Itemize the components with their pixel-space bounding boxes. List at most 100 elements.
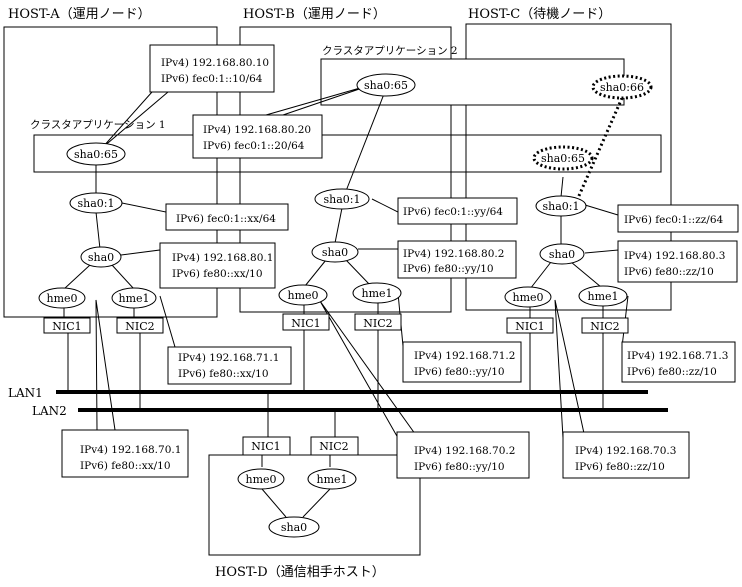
host-b-box — [239, 26, 452, 313]
d-hme0-node — [237, 468, 285, 490]
b-sha01-node — [314, 188, 370, 210]
host-d-title: HOST-D（通信相手ホスト） — [215, 565, 385, 580]
takeover-link-dotted — [576, 97, 624, 199]
c-hme1-v6: IPv6) fe80::zz/10 — [627, 366, 717, 378]
a-nic2-label: NIC2 — [125, 320, 154, 333]
b-sha0-node — [311, 241, 359, 263]
callout-a-hme1 — [167, 346, 292, 385]
d-hme1-node — [307, 468, 357, 490]
d-sha0-label: sha0 — [281, 521, 307, 534]
host-c-title: HOST-C（待機ノード） — [468, 7, 611, 22]
d-hme1-label: hme1 — [316, 473, 347, 486]
cluster-app-2-title: クラスタアプリケーション 2 — [322, 45, 458, 57]
callout-a-sha0 — [159, 242, 276, 289]
host-b-title: HOST-B（運用ノード） — [243, 7, 386, 22]
a-sha01-node — [69, 192, 123, 214]
b-sha0-v6: IPv6) fe80::yy/10 — [403, 263, 494, 275]
a-sha0-node — [80, 246, 122, 268]
cluster-app-1-title: クラスタアプリケーション 1 — [30, 119, 166, 131]
a-sha0-v6: IPv6) fe80::xx/10 — [172, 268, 263, 280]
c-sha066-label: sha0:66 — [600, 81, 644, 94]
app2-vip-v6: IPv6) fec0:1::20/64 — [203, 140, 305, 152]
c-hme0-v4: IPv4) 192.168.70.3 — [575, 445, 676, 457]
a-sha0-v4: IPv4) 192.168.80.1 — [172, 252, 273, 264]
c-hme0-v6: IPv6) fe80::zz/10 — [575, 461, 665, 473]
b-sha0-v4: IPv4) 192.168.80.2 — [403, 248, 504, 260]
b-sha0-label: sha0 — [322, 246, 348, 259]
b-hme1-node — [352, 282, 402, 304]
a-hme1-v6: IPv6) fe80::xx/10 — [178, 368, 269, 380]
c-sha065-node — [532, 145, 594, 171]
b-hme1-v4: IPv4) 192.168.71.2 — [414, 350, 515, 362]
nic-lan-links — [67, 330, 604, 437]
c-nic2-label: NIC2 — [590, 320, 619, 333]
a-hme0-v4: IPv4) 192.168.70.1 — [80, 444, 181, 456]
cluster-app-1-box — [33, 134, 662, 173]
b-sha065-label: sha0:65 — [364, 79, 408, 92]
c-sha0-label: sha0 — [549, 248, 575, 261]
c-hme1-v4: IPv4) 192.168.71.3 — [627, 350, 728, 362]
app1-vip-v6: IPv6) fec0:1::10/64 — [161, 73, 263, 85]
a-hme1-node — [111, 287, 157, 309]
d-nic1-label: NIC1 — [251, 440, 280, 453]
b-sha01-v6: IPv6) fec0:1::yy/64 — [403, 206, 503, 218]
b-sha01-label: sha0:1 — [324, 193, 361, 206]
callout-app1-vip — [149, 44, 275, 93]
host-c-box — [465, 23, 672, 311]
c-sha01-label: sha0:1 — [543, 200, 580, 213]
callout-b-hme1 — [402, 341, 522, 383]
callout-app2-vip — [192, 114, 323, 159]
d-hme0-label: hme0 — [245, 473, 276, 486]
c-hme1-label: hme1 — [587, 290, 618, 303]
c-sha0-v6: IPv6) fe80::zz/10 — [624, 266, 714, 278]
b-hme0-label: hme0 — [287, 289, 318, 302]
b-nic2-label: NIC2 — [363, 317, 392, 330]
a-sha0-label: sha0 — [88, 251, 114, 264]
a-sha01-v6: IPv6) fec0:1::xx/64 — [176, 213, 276, 225]
callout-c-sha01 — [617, 204, 739, 233]
d-nic2-label: NIC2 — [319, 440, 348, 453]
b-hme0-v6: IPv6) fe80::yy/10 — [414, 461, 505, 473]
callout-b-hme0 — [396, 431, 530, 479]
app2-vip-v4: IPv4) 192.168.80.20 — [203, 124, 311, 136]
b-hme0-node — [278, 284, 328, 306]
b-nic1-label: NIC1 — [291, 317, 320, 330]
callout-c-hme1 — [621, 341, 736, 383]
b-hme1-label: hme1 — [361, 287, 392, 300]
host-a-title: HOST-A（運用ノード） — [8, 7, 151, 22]
c-hme1-node — [578, 285, 628, 307]
callout-c-sha0 — [617, 240, 738, 283]
lan2-label: LAN2 — [32, 404, 67, 418]
a-hme1-v4: IPv4) 192.168.71.1 — [178, 352, 279, 364]
c-sha01-v6: IPv6) fec0:1::zz/64 — [624, 214, 723, 226]
c-nic1-label: NIC1 — [515, 320, 544, 333]
d-sha0-node — [268, 516, 320, 538]
a-nic1-label: NIC1 — [52, 320, 81, 333]
c-sha066-node — [591, 74, 653, 100]
a-sha065-label: sha0:65 — [74, 148, 118, 161]
c-sha01-node — [535, 195, 587, 217]
b-hme1-v6: IPv6) fe80::yy/10 — [414, 366, 505, 378]
a-hme0-v6: IPv6) fe80::xx/10 — [80, 460, 171, 472]
b-hme0-v4: IPv4) 192.168.70.2 — [414, 445, 515, 457]
a-hme0-node — [38, 287, 86, 309]
a-sha01-label: sha0:1 — [78, 197, 115, 210]
nic-boxes — [43, 313, 629, 456]
c-sha065-label: sha0:65 — [541, 152, 585, 165]
interface-links — [63, 93, 604, 518]
c-sha0-v4: IPv4) 192.168.80.3 — [624, 250, 725, 262]
c-sha0-node — [539, 243, 585, 265]
a-hme1-label: hme1 — [118, 292, 149, 305]
callout-c-hme0 — [562, 431, 690, 479]
callout-b-sha01 — [397, 197, 518, 225]
app1-vip-v4: IPv4) 192.168.80.10 — [161, 57, 269, 69]
b-sha065-node — [356, 73, 416, 97]
lan1-label: LAN1 — [8, 386, 43, 400]
callout-a-hme0 — [61, 429, 189, 478]
callout-a-sha01 — [165, 203, 289, 231]
a-sha065-node — [66, 142, 126, 166]
callout-b-sha0 — [397, 240, 517, 279]
c-hme0-label: hme0 — [512, 291, 543, 304]
a-hme0-label: hme0 — [46, 292, 77, 305]
